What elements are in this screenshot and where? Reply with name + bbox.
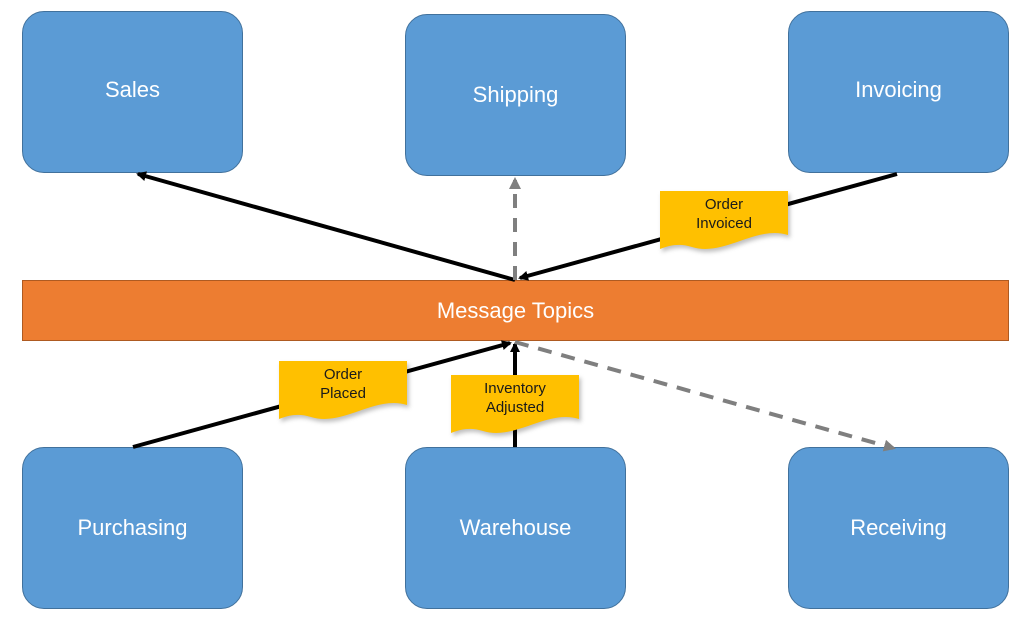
tag-shape-icon (279, 361, 407, 419)
order-placed-line-2: Placed (320, 385, 366, 402)
order-invoiced-line-2: Invoiced (696, 215, 752, 232)
purchasing-label: Purchasing (77, 515, 188, 540)
arrow-topics-to-sales (136, 171, 516, 282)
inventory-adjusted-line-2: Adjusted (485, 399, 545, 416)
receiving-box: Receiving (788, 447, 1009, 609)
order-placed-line-1: Order (323, 366, 363, 383)
purchasing-box: Purchasing (22, 447, 243, 609)
sales-label: Sales (104, 76, 161, 102)
order-placed-tag: Order Placed (279, 361, 407, 419)
arrow-topics-to-receiving (514, 340, 896, 452)
receiving-label: Receiving (850, 515, 947, 540)
shipping-box: Shipping (405, 14, 626, 176)
tag-shape-icon (451, 375, 579, 433)
inventory-adjusted-tag: Inventory Adjusted (451, 375, 579, 433)
invoicing-label: Invoicing (855, 76, 942, 102)
shipping-label: Shipping (472, 82, 559, 107)
inventory-adjusted-line-1: Inventory (484, 380, 546, 397)
warehouse-label: Warehouse (459, 515, 572, 540)
tag-shape-icon (660, 191, 788, 249)
invoicing-box: Invoicing (788, 11, 1009, 173)
message-topics-label: Message Topics (436, 297, 595, 323)
message-topics-bar: Message Topics (22, 280, 1009, 341)
sales-box: Sales (22, 11, 243, 173)
order-invoiced-line-1: Order (704, 196, 744, 213)
warehouse-box: Warehouse (405, 447, 626, 609)
order-invoiced-tag: Order Invoiced (660, 191, 788, 249)
